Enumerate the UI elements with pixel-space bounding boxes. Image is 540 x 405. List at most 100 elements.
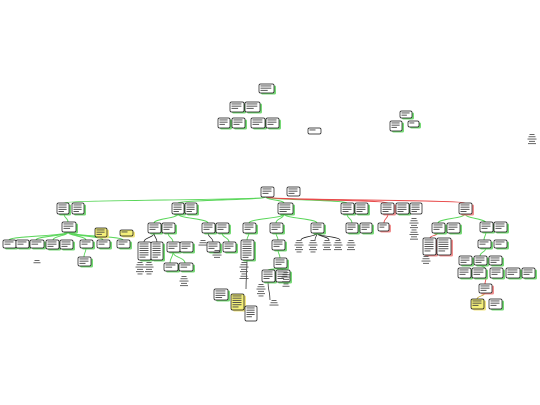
mind-map-node[interactable] [407,120,421,129]
mind-map-node[interactable] [488,255,504,267]
mind-map-node[interactable] [29,239,46,250]
node-box [310,222,325,234]
mind-map-node[interactable] [488,298,504,311]
mind-map-node[interactable] [478,283,494,295]
mind-map-node[interactable] [399,110,414,120]
mind-map-node[interactable] [61,221,78,234]
mind-map-node[interactable] [354,202,370,216]
mind-map-node[interactable] [493,221,509,234]
mind-map-node[interactable] [479,221,495,234]
mind-map-node[interactable] [269,222,285,235]
node-box [407,120,420,128]
mind-map-node[interactable] [77,256,93,268]
mind-map-node[interactable] [431,222,447,235]
node-text-line [495,227,502,229]
mind-map-node[interactable] [436,237,453,257]
mind-map-node[interactable] [184,202,199,216]
mind-map-node[interactable] [473,255,489,267]
mind-map-node[interactable] [171,202,186,216]
mind-map-node[interactable] [59,239,75,251]
mind-map-node[interactable] [213,288,230,302]
mind-map-node[interactable] [395,202,411,216]
mind-map-node[interactable] [201,222,217,235]
mind-map-node[interactable] [359,222,374,235]
mind-map-node[interactable] [477,239,493,250]
node-box [489,267,504,279]
mind-map-node[interactable] [244,101,262,114]
node-text-line [262,192,269,194]
mind-map-node[interactable] [389,120,404,133]
mind-map-node[interactable] [380,202,396,216]
mind-map-node[interactable] [271,239,287,252]
mind-map-node[interactable] [307,127,322,135]
node-text-line [152,256,158,258]
mind-map-node[interactable] [45,239,61,251]
floating-text-line [214,256,220,258]
mind-map-node[interactable] [471,267,488,280]
mind-map-node[interactable] [229,101,246,114]
mind-map-node[interactable] [79,239,95,250]
mind-map-node[interactable] [310,222,326,235]
node-box [479,221,494,233]
mind-map-node[interactable] [71,202,86,216]
mind-map-node[interactable] [277,202,295,216]
mind-map-node[interactable] [240,239,256,262]
mind-map-node[interactable] [2,239,18,250]
mind-map-node[interactable] [250,117,267,130]
mind-map-node[interactable] [215,222,231,235]
mind-map-node[interactable] [179,241,195,254]
mind-map-node[interactable] [340,202,356,216]
node-text-line [263,271,273,273]
mind-map-node[interactable] [56,202,71,216]
mind-map-node[interactable] [260,186,275,198]
mind-map-node[interactable] [422,237,438,257]
mind-map-node[interactable] [94,227,109,239]
node-text-line [438,250,446,252]
floating-text-line [296,251,302,253]
mind-map-node[interactable] [150,241,165,262]
mind-map-node[interactable] [409,202,423,215]
mind-map-node[interactable] [446,222,462,235]
node-text-line [152,254,161,256]
mind-map-node[interactable] [217,117,232,130]
mind-map-node[interactable] [166,241,182,254]
mind-map-node[interactable] [286,186,301,197]
mind-map-node[interactable] [206,241,222,254]
mind-map-node[interactable] [458,255,474,267]
mind-map-node[interactable] [458,202,474,216]
mind-map-node[interactable] [147,222,163,235]
floating-text-block [144,262,154,275]
mind-map-node[interactable] [119,229,135,238]
mind-map-node[interactable] [258,83,276,95]
mind-map-node[interactable] [15,239,31,250]
floating-text-line [146,262,152,263]
mind-map-node[interactable] [230,293,246,312]
mind-map-node[interactable] [116,239,132,250]
mind-map-node[interactable] [470,298,486,311]
floating-text-line [309,242,317,244]
node-text-line [121,231,128,233]
mind-map-node[interactable] [163,262,180,273]
mind-map-node[interactable] [489,267,505,280]
mind-map-node[interactable] [261,269,277,284]
mind-map-node[interactable] [222,241,238,254]
mind-map-node[interactable] [521,267,537,280]
node-text-line [473,273,481,275]
node-text-line [139,243,149,245]
mind-map-node[interactable] [493,239,509,250]
mind-map-node[interactable] [178,262,195,273]
mind-map-node[interactable] [505,267,522,280]
mind-map-node[interactable] [96,239,112,250]
mind-map-node[interactable] [377,222,391,233]
mind-map-node[interactable] [265,117,281,130]
mind-map-node[interactable] [161,222,177,235]
mind-map-node[interactable] [273,257,289,270]
mind-map-node[interactable] [345,222,360,235]
floating-text-line [145,264,153,266]
mind-map-node[interactable] [457,267,473,280]
mind-map-node[interactable] [244,305,258,322]
mind-map-node[interactable] [137,241,153,262]
mind-map-node[interactable] [231,117,247,130]
mind-map-node[interactable] [242,222,258,235]
